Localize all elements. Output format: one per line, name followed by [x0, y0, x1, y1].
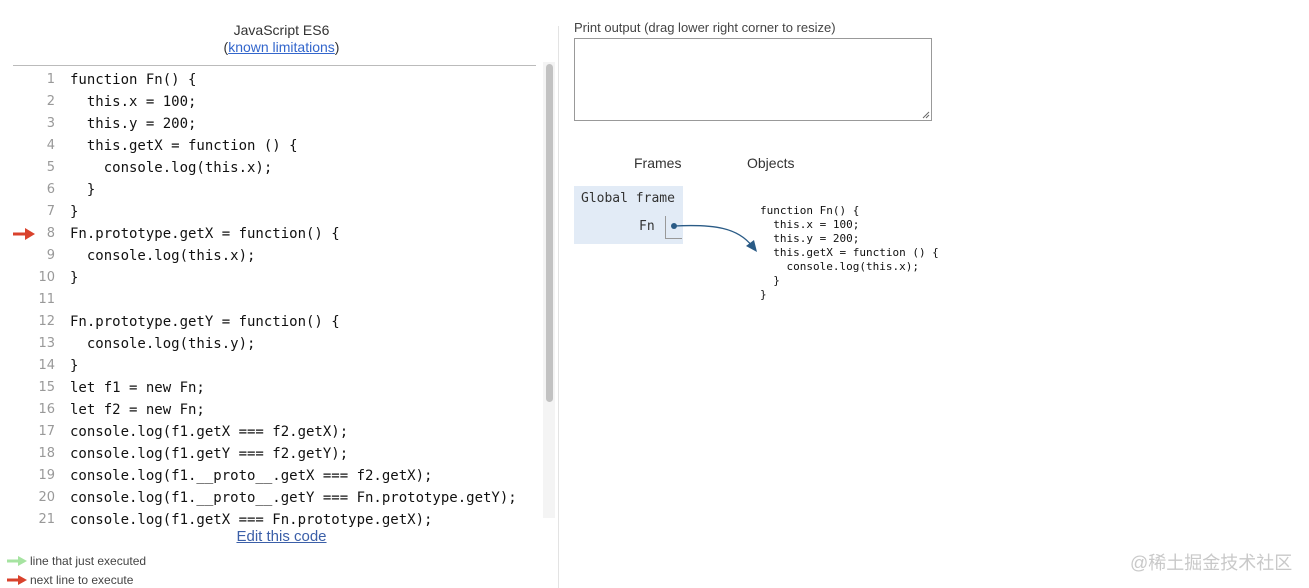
line-code: console.log(f1.__proto__.getY === Fn.pro…	[70, 490, 517, 506]
code-line[interactable]: 21 console.log(f1.getX === Fn.prototype.g…	[0, 509, 543, 531]
line-number: 12	[38, 314, 55, 329]
code-line[interactable]: 17 console.log(f1.getX === f2.getX);	[0, 421, 543, 443]
legend-just-executed-label: line that just executed	[30, 554, 147, 568]
code-line[interactable]: 12 Fn.prototype.getY = function() {	[0, 311, 543, 333]
resize-grip-icon[interactable]	[922, 111, 930, 119]
line-code: }	[70, 270, 79, 286]
line-number: 21	[38, 512, 55, 527]
global-frame-title: Global frame	[581, 191, 675, 206]
code-line[interactable]: 3 this.y = 200;	[0, 113, 543, 135]
line-number: 3	[46, 116, 55, 131]
code-line[interactable]: 16 let f2 = new Fn;	[0, 399, 543, 421]
panel-divider	[558, 26, 559, 588]
legend-next-line-label: next line to execute	[30, 573, 134, 587]
watermark: @稀土掘金技术社区	[1130, 553, 1293, 573]
code-line[interactable]: 4 this.getX = function () {	[0, 135, 543, 157]
line-number: 6	[46, 182, 55, 197]
line-number: 4	[46, 138, 55, 153]
objects-header: Objects	[747, 155, 795, 171]
line-code: Fn.prototype.getY = function() {	[70, 314, 340, 330]
line-code: this.y = 200;	[70, 116, 197, 132]
line-code: this.getX = function () {	[70, 138, 298, 154]
code-scrollbar-thumb[interactable]	[546, 64, 553, 402]
line-number: 17	[38, 424, 55, 439]
line-code: console.log(f1.getY === f2.getY);	[70, 446, 349, 462]
code-line[interactable]: 11	[0, 289, 543, 311]
line-code: console.log(this.x);	[70, 248, 256, 264]
code-line[interactable]: 14}	[0, 355, 543, 377]
pointer-arrowhead	[746, 240, 757, 252]
line-number: 1	[46, 72, 55, 87]
line-number: 16	[38, 402, 55, 417]
print-output-box[interactable]	[574, 38, 932, 121]
code-panel: JavaScript ES6 (known limitations) 1 func…	[0, 0, 558, 588]
code-line[interactable]: 20 console.log(f1.__proto__.getY === Fn.p…	[0, 487, 543, 509]
line-number: 7	[46, 204, 55, 219]
global-frame	[574, 186, 683, 244]
line-number: 20	[38, 490, 55, 505]
code-line[interactable]: 13 console.log(this.y);	[0, 333, 543, 355]
line-number: 18	[38, 446, 55, 461]
known-limitations-link[interactable]: known limitations	[228, 39, 335, 55]
function-object: function Fn() { this.x = 100; this.y = 2…	[760, 204, 939, 301]
code-line[interactable]: 18 console.log(f1.getY === f2.getY);	[0, 443, 543, 465]
line-code: console.log(f1.getX === Fn.prototype.get…	[70, 512, 433, 528]
line-code: this.x = 100;	[70, 94, 197, 110]
line-code: console.log(f1.getX === f2.getX);	[70, 424, 349, 440]
line-code: console.log(this.y);	[70, 336, 256, 352]
code-line[interactable]: 10}	[0, 267, 543, 289]
code-line[interactable]: 1 function Fn() {	[0, 69, 543, 91]
language-title: JavaScript ES6	[233, 22, 330, 38]
line-number: 9	[46, 248, 55, 263]
line-number: 11	[38, 292, 55, 307]
line-number: 2	[46, 94, 55, 109]
code-line[interactable]: 2 this.x = 100;	[0, 91, 543, 113]
legend-next-line: next line to execute	[7, 572, 133, 588]
legend-just-executed: line that just executed	[7, 553, 146, 569]
line-number: 15	[38, 380, 55, 395]
code-line[interactable]: 6 }	[0, 179, 543, 201]
line-number: 5	[46, 160, 55, 175]
line-code: let f2 = new Fn;	[70, 402, 205, 418]
green-arrow-icon	[7, 556, 27, 566]
line-code: }	[70, 182, 96, 198]
limitations-note: (known limitations)	[223, 39, 340, 55]
red-arrow-icon	[7, 575, 27, 585]
frame-variable-name: Fn	[639, 219, 655, 234]
frames-header: Frames	[634, 155, 682, 171]
line-code: function Fn() {	[70, 72, 197, 88]
code-top-divider	[13, 65, 536, 66]
line-number: 19	[38, 468, 55, 483]
line-code: console.log(this.x);	[70, 160, 273, 176]
code-line[interactable]: 7}	[0, 201, 543, 223]
edit-code-link[interactable]: Edit this code	[236, 528, 327, 545]
line-code: }	[70, 358, 79, 374]
code-line[interactable]: 19 console.log(f1.__proto__.getX === f2.g…	[0, 465, 543, 487]
line-code: Fn.prototype.getX = function() {	[70, 226, 340, 242]
code-line[interactable]: 5 console.log(this.x);	[0, 157, 543, 179]
next-line-arrow-icon	[13, 228, 35, 240]
code-line[interactable]: 8 Fn.prototype.getX = function() {	[0, 223, 543, 245]
code-line[interactable]: 9 console.log(this.x);	[0, 245, 543, 267]
frame-variable-value	[665, 216, 682, 239]
line-number: 14	[38, 358, 55, 373]
line-code: console.log(f1.__proto__.getX === f2.get…	[70, 468, 433, 484]
code-line[interactable]: 15 let f1 = new Fn;	[0, 377, 543, 399]
print-output-label: Print output (drag lower right corner to…	[574, 20, 836, 35]
line-number: 8	[46, 226, 55, 241]
line-number: 13	[38, 336, 55, 351]
line-code: }	[70, 204, 79, 220]
line-code: let f1 = new Fn;	[70, 380, 205, 396]
line-number: 10	[38, 270, 55, 285]
